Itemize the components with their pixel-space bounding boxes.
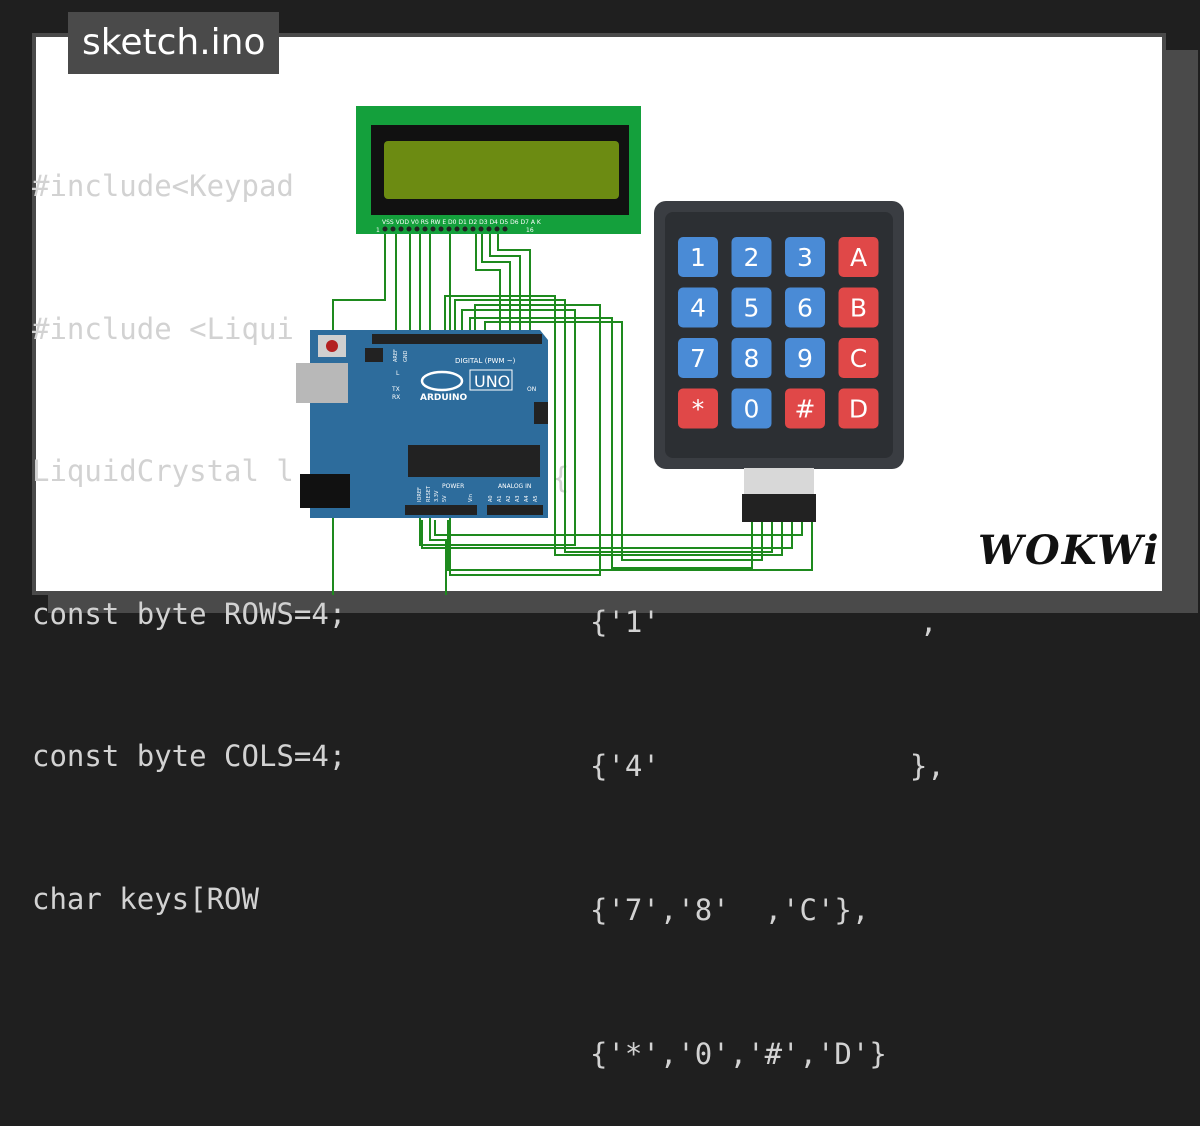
keypad-key-label: 4 [690,294,706,323]
keypad-key[interactable] [731,237,772,277]
keypad-key-label: D [849,395,868,424]
code-line-6: char keys[ROW [32,881,259,916]
keypad-key-label: A [850,243,867,272]
keypad-key[interactable] [785,237,825,277]
keypad-key[interactable] [785,388,825,429]
keypad-key[interactable] [838,338,879,378]
power-label: POWER [442,483,464,490]
keypad-key[interactable] [678,338,718,378]
arduino-model: UNO [474,372,510,391]
reset-button-cap [326,340,338,352]
wire [481,228,511,330]
keypad-key-label: 5 [744,294,760,323]
ioref-label: IOREF [417,487,423,502]
keypad-key-label: 8 [744,344,760,373]
keypad-key-label: 3 [797,243,813,272]
analog-pin-a3: A3 [515,495,521,502]
code-line-2: #include <Liqui [32,311,294,346]
wire [447,518,813,571]
keypad-key-label: 6 [797,294,813,323]
reset-label: RESET [426,485,432,502]
lcd-pin-labels: VSS VDD V0 RS RW E D0 D1 D2 D3 D4 D5 D6 … [382,219,542,226]
wire [434,518,803,536]
digital-header [372,334,542,344]
analog-pin-a2: A2 [506,495,512,502]
analog-header [487,505,543,515]
keypad-key[interactable] [785,287,825,328]
wire [475,228,501,330]
icsp-header-2 [534,402,548,424]
usb-port [296,363,348,403]
keypad-key-label: 0 [744,395,760,424]
digital-label: DIGITAL (PWM ~) [455,357,516,365]
v33-label: 3.3V [434,490,440,502]
keypad-key[interactable] [678,388,718,429]
arduino-brand: ARDUINO [420,393,468,403]
analog-pin-a4: A4 [524,495,530,502]
lcd-pins [382,226,508,232]
aref-label: AREF [393,349,399,362]
keypad-key-label: B [850,294,867,323]
keypad-key[interactable] [838,287,879,328]
code-line-9: {'4'}, [590,749,945,783]
arduino-uno-board[interactable]: DIGITAL (PWM ~) AREF GND UNO ARDUINO TX … [296,330,548,518]
rx-label: RX [392,394,400,401]
keypad-key[interactable] [731,287,772,328]
keypad-key[interactable] [838,388,879,429]
keypad-keys: 1 2 3 A 4 5 6 B 7 8 9 C * 0 # D [678,237,879,429]
code-line-11: {'*','0','#','D'} [590,1037,887,1071]
keypad-key[interactable] [678,237,718,277]
wire [497,228,531,330]
keypad-key-label: 1 [690,243,706,272]
lcd-screen [384,141,619,199]
atmega-chip [408,445,540,477]
analog-label: ANALOG IN [498,483,531,490]
wire [421,518,793,549]
vin-label: Vin [468,494,474,502]
keypad-key-label: * [692,395,705,424]
code-line-10: {'7','8' ,'C'}, [590,893,870,927]
keypad-key[interactable] [678,287,718,328]
keypad-key[interactable] [785,338,825,378]
power-jack [300,474,350,508]
code-line-1: #include<Keypad [32,169,294,203]
keypad-key[interactable] [838,237,879,277]
keypad-key-label: # [795,395,816,424]
keypad-key-label: 2 [744,243,760,272]
wokwi-logo: WOKWi [978,527,1161,574]
keypad-key-label: C [850,344,867,373]
analog-pin-a5: A5 [533,495,539,502]
wire [454,299,773,553]
circuit-diagram: VSS VDD V0 RS RW E D0 D1 D2 D3 D4 D5 D6 … [296,106,904,595]
keypad-key-label: 9 [797,344,813,373]
analog-pin-a1: A1 [497,495,503,502]
code-line-3: LiquidCrystal l [32,454,294,488]
wire [489,228,521,330]
keypad-key-label: 7 [690,344,706,373]
code-line-5: const byte COLS=4; [32,739,347,773]
gnd-label: GND [403,350,409,362]
on-label: ON [527,386,536,393]
membrane-keypad[interactable]: 1 2 3 A 4 5 6 B 7 8 9 C * 0 # D [654,201,904,522]
tx-label: TX [391,386,400,393]
icsp-header [365,348,383,362]
analog-pin-a0: A0 [488,495,494,502]
arduino-logo-icon [420,370,464,392]
v5-label: 5V [442,495,448,502]
code-line-4: const byte ROWS=4; [32,596,347,631]
keypad-key[interactable] [731,338,772,378]
lcd-pin-last: 16 [526,227,534,234]
lcd-pin-first: 1 [376,227,380,234]
power-header [405,505,477,515]
l-label: L [396,370,400,377]
keypad-key[interactable] [731,388,772,429]
file-tab-title[interactable]: sketch.ino [68,12,280,74]
lcd-display[interactable]: VSS VDD V0 RS RW E D0 D1 D2 D3 D4 D5 D6 … [356,106,641,234]
keypad-ribbon [742,468,816,522]
keypad-face [665,212,893,458]
